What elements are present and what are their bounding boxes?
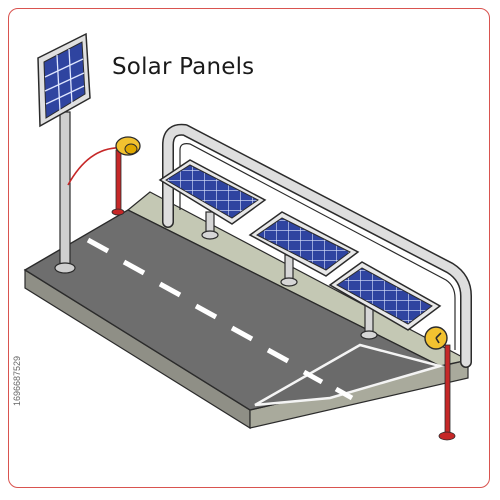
stock-image-id: 1696687529 [12, 355, 22, 407]
solar-panel-1 [158, 159, 267, 225]
panel-posts [201, 211, 378, 340]
page-title: Solar Panels [112, 54, 255, 80]
lane-markings [86, 237, 354, 401]
pole-solar-panel [37, 32, 91, 274]
clock-lamp-icon [424, 326, 456, 441]
street-lamp-icon [67, 136, 141, 216]
solar-panel-3 [328, 261, 442, 331]
road-end-section [254, 343, 445, 407]
solar-panel-2 [248, 211, 360, 277]
